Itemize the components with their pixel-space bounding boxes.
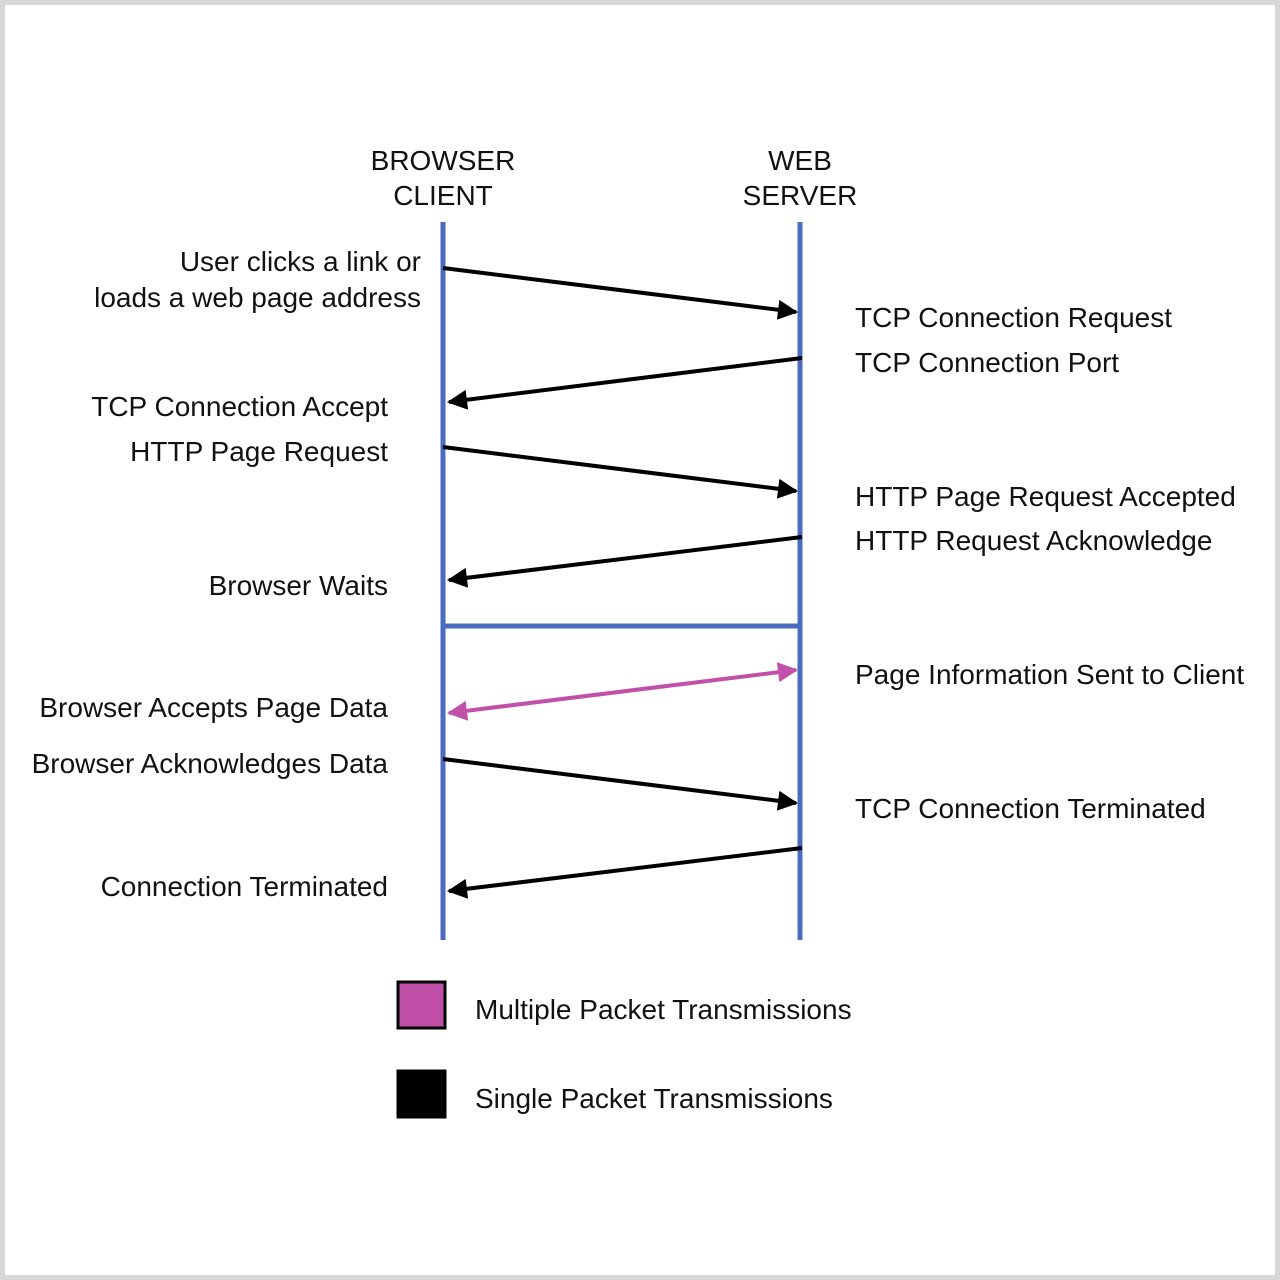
message-arrow-1 bbox=[442, 266, 798, 320]
legend-label-multiple: Multiple Packet Transmissions bbox=[475, 994, 852, 1025]
server-label-tcp-request: TCP Connection Request bbox=[855, 302, 1172, 333]
client-header-line1: BROWSER bbox=[371, 145, 516, 176]
legend-swatch-single bbox=[396, 1069, 447, 1119]
client-label-user-click-1: User clicks a link or bbox=[180, 246, 421, 277]
message-arrow-6 bbox=[442, 757, 798, 811]
server-header-line1: WEB bbox=[768, 145, 832, 176]
server-label-page-info-sent: Page Information Sent to Client bbox=[855, 659, 1244, 690]
message-arrow-4 bbox=[447, 535, 803, 588]
client-header-line2: CLIENT bbox=[393, 180, 493, 211]
legend-swatch-multiple bbox=[396, 980, 447, 1030]
client-label-acknowledges-data: Browser Acknowledges Data bbox=[32, 748, 389, 779]
client-label-accepts-data: Browser Accepts Page Data bbox=[39, 692, 388, 723]
message-arrow-7 bbox=[447, 846, 803, 899]
client-label-browser-waits: Browser Waits bbox=[209, 570, 388, 601]
message-arrow-3 bbox=[442, 445, 798, 499]
message-arrow-2 bbox=[447, 356, 803, 410]
message-arrow-5-bidirectional bbox=[447, 662, 798, 721]
client-label-tcp-accept: TCP Connection Accept bbox=[91, 391, 388, 422]
client-label-user-click-2: loads a web page address bbox=[94, 282, 421, 313]
server-label-tcp-port: TCP Connection Port bbox=[855, 347, 1119, 378]
server-label-http-accepted: HTTP Page Request Accepted bbox=[855, 481, 1236, 512]
server-label-http-acknowledge: HTTP Request Acknowledge bbox=[855, 525, 1212, 556]
legend-label-single: Single Packet Transmissions bbox=[475, 1083, 833, 1114]
client-label-connection-terminated: Connection Terminated bbox=[101, 871, 388, 902]
server-label-tcp-terminated: TCP Connection Terminated bbox=[855, 793, 1206, 824]
client-label-http-request: HTTP Page Request bbox=[130, 436, 388, 467]
server-header-line2: SERVER bbox=[743, 180, 858, 211]
